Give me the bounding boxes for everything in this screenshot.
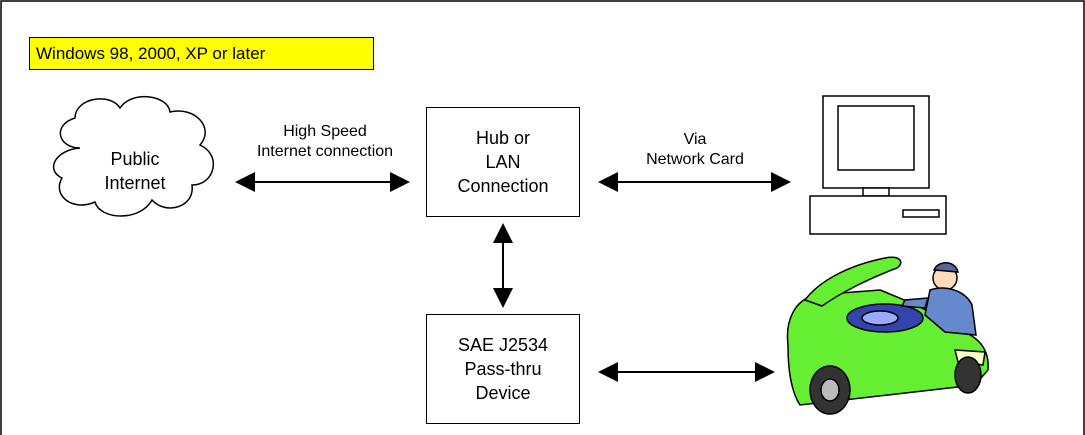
cloud-icon [52,95,215,217]
edge-label-line: Internet connection [256,143,394,160]
hub-label-line: Connection [457,176,549,196]
edge-label-line: High Speed [283,123,367,140]
network-card-label: Via Network Card [625,130,765,170]
hub-label-line: Hub or [475,128,531,148]
internet-label-line: Public [110,149,160,169]
sae-device-box: SAE J2534 Pass-thru Device [426,314,580,424]
sae-label-line: SAE J2534 [457,335,549,355]
sae-label-line: Device [475,383,531,403]
internet-connection-label: High Speed Internet connection [240,122,410,162]
desktop-computer-icon [809,95,947,235]
hub-label-line: LAN [485,152,521,172]
mechanic-car-icon [786,256,989,415]
internet-node-label: Public Internet [60,147,210,195]
os-requirement-label: Windows 98, 2000, XP or later [29,37,374,70]
sae-label-line: Pass-thru [464,359,542,379]
internet-label-line: Internet [104,173,166,193]
hub-lan-box: Hub or LAN Connection [426,107,580,217]
edge-label-line: Network Card [646,151,744,168]
edge-label-line: Via [683,131,707,148]
